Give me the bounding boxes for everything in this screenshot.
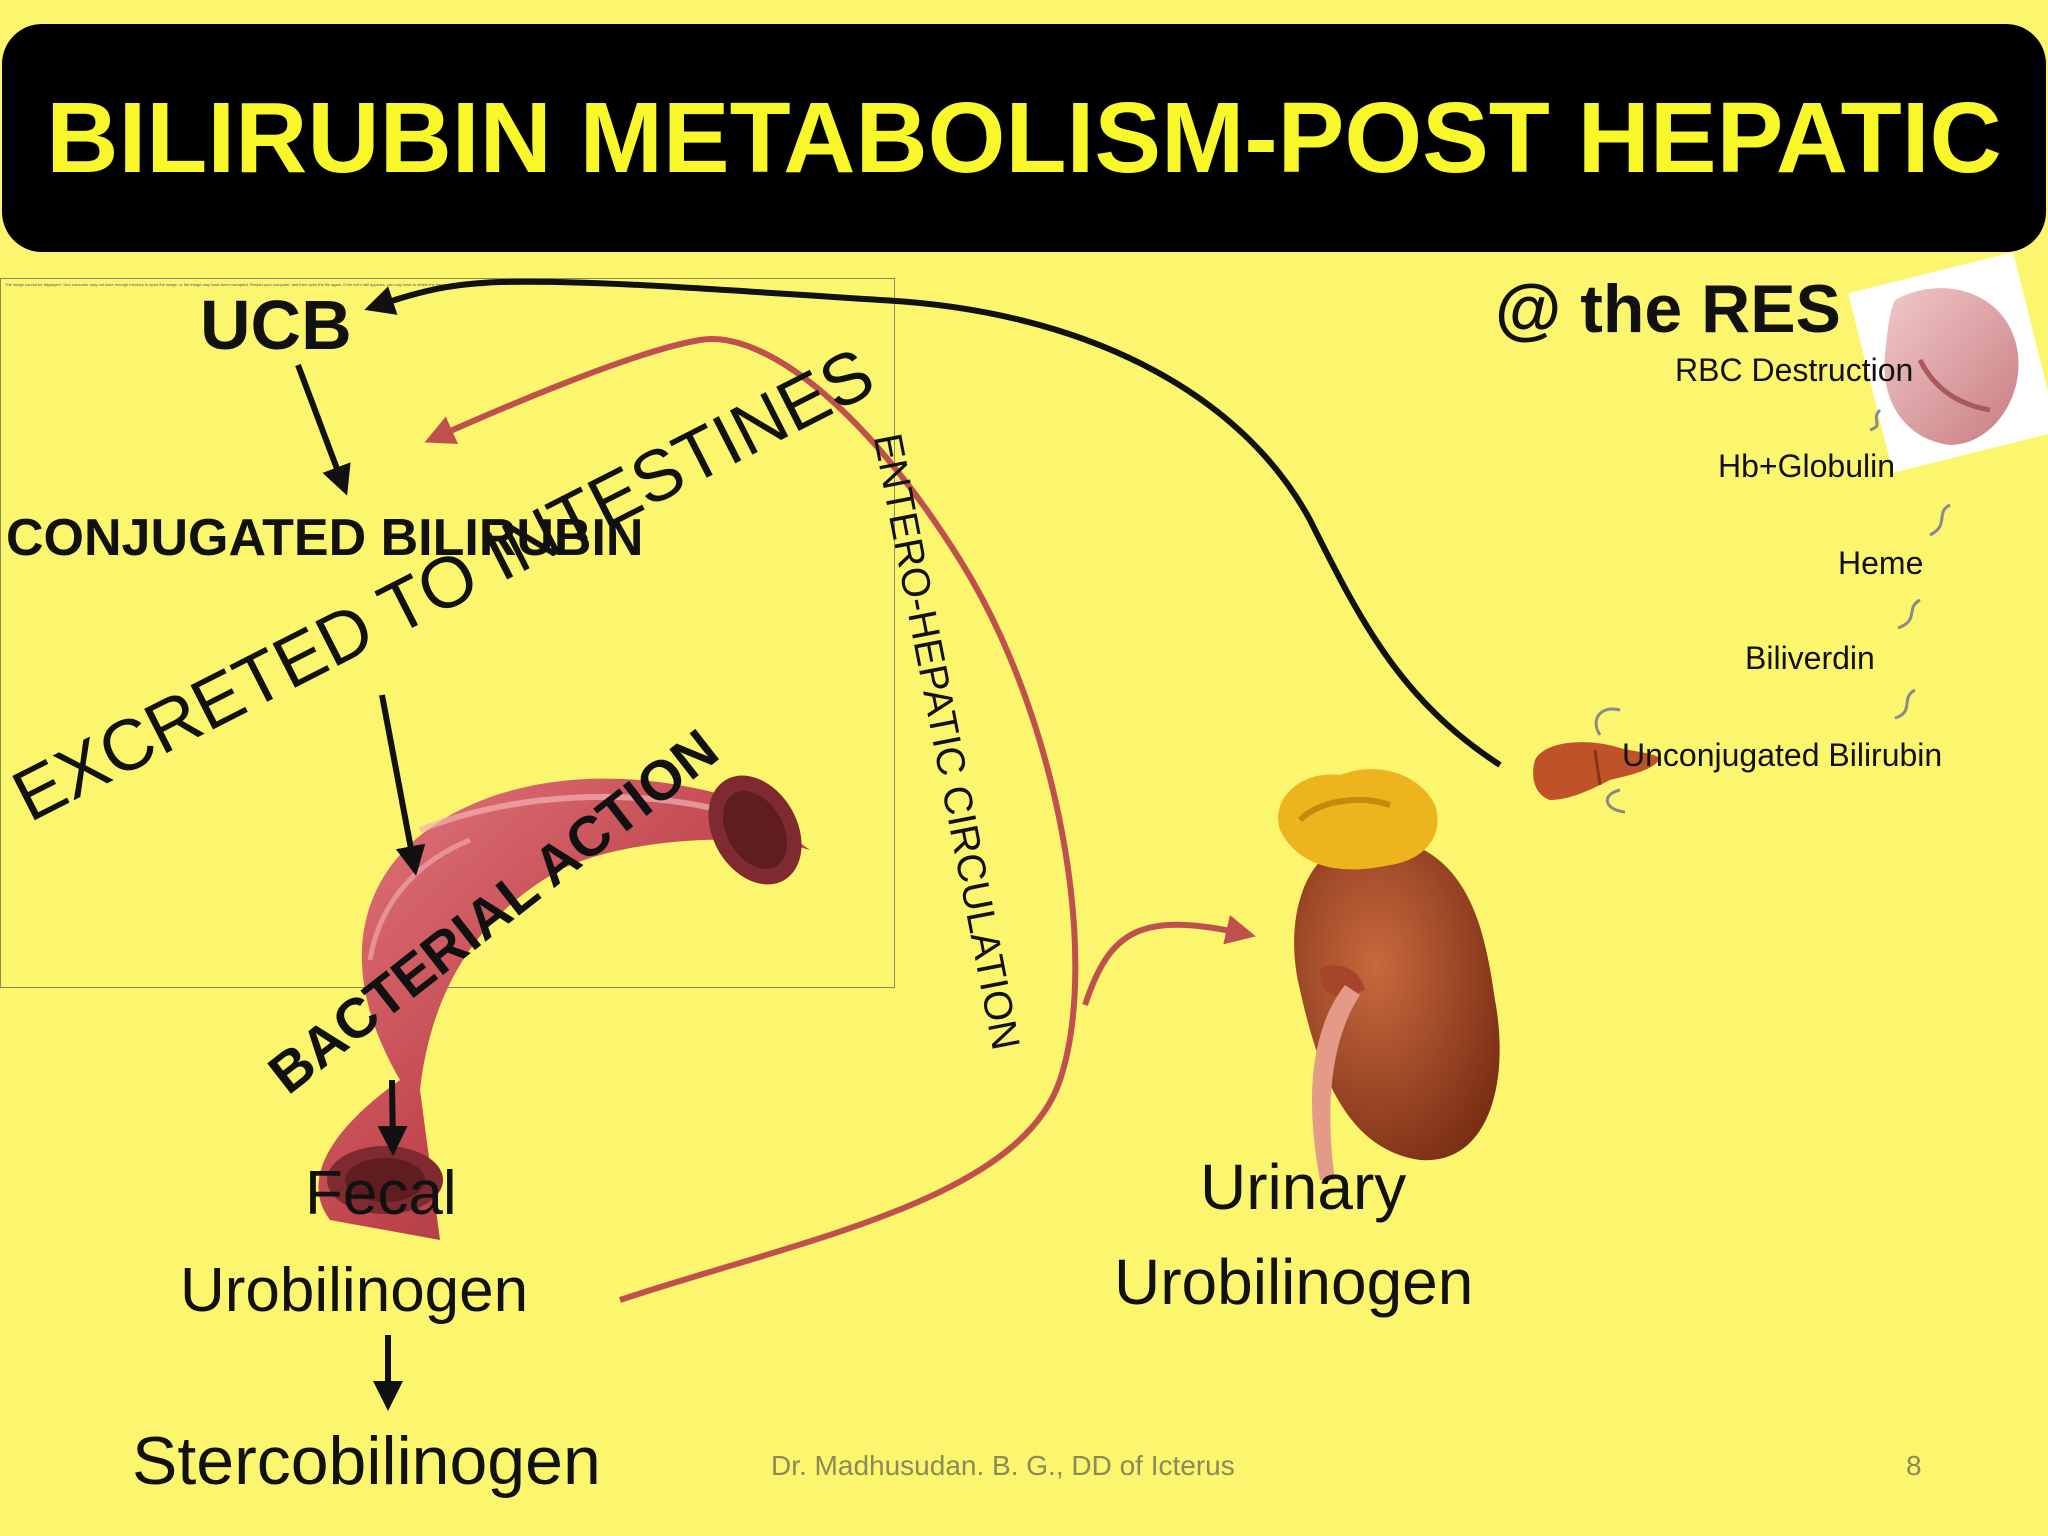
footer-author: Dr. Madhusudan. B. G., DD of Icterus (771, 1450, 1235, 1481)
arrow-to-kidney (1082, 915, 1256, 1006)
res-heading: @ the RES (1495, 271, 1841, 347)
intestine-illustration (318, 775, 810, 1240)
kidney-illustration (1278, 769, 1500, 1180)
res-step-unconjugated-bilirubin: Unconjugated Bilirubin (1622, 737, 1943, 773)
broken-image-message: The image cannot be displayed. Your comp… (5, 282, 490, 287)
fecal-label: Fecal (305, 1159, 457, 1228)
title-bar: BILIRUBIN METABOLISM-POST HEPATIC (2, 24, 2046, 252)
res-step-heme: Heme (1838, 545, 1924, 581)
arrow-ucb-return (364, 278, 1502, 768)
fecal-urobilinogen-label: Urobilinogen (180, 1256, 529, 1325)
res-step-biliverdin: Biliverdin (1745, 640, 1875, 676)
liver-illustration (1533, 742, 1660, 800)
urinary-label: Urinary (1200, 1151, 1407, 1223)
conjugated-bilirubin-label: CONJUGATED BILIRUBIN (6, 509, 644, 567)
ucb-label: UCB (200, 286, 352, 364)
slide-title: BILIRUBIN METABOLISM-POST HEPATIC (46, 81, 2002, 194)
res-step-hb-globulin: Hb+Globulin (1718, 448, 1895, 484)
arrow-conjugated-to-intestine (379, 694, 426, 876)
spleen-illustration (1848, 252, 2048, 473)
arrow-bacterial-to-fecal (377, 1079, 408, 1156)
res-curl-arrows (1594, 408, 1951, 814)
page-number: 8 (1906, 1450, 1922, 1481)
arrow-enterohepatic (424, 336, 1079, 1303)
stercobilinogen-label: Stercobilinogen (132, 1423, 601, 1499)
res-step-rbc-destruction: RBC Destruction (1675, 352, 1914, 388)
arrow-ucb-to-conjugated (295, 363, 351, 496)
urinary-urobilinogen-label: Urobilinogen (1114, 1246, 1474, 1318)
